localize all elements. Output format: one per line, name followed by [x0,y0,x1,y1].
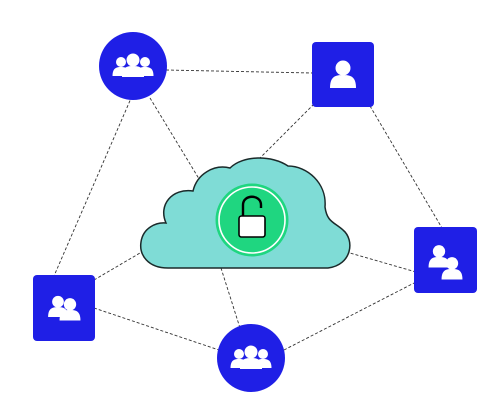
edge-user-top-right-to-cloud [257,103,315,161]
edge-group-top-left-to-cloud [149,97,208,193]
node-user-top-right [312,42,374,107]
edge-pair-left-to-group-bottom [93,307,220,351]
edge-pair-right-to-cloud [349,252,417,273]
edge-pair-left-to-cloud [93,252,141,281]
lock-badge-ring [218,186,286,254]
node-pair-left [33,275,95,341]
node-pair-left-shape [33,275,95,341]
edge-user-top-right-to-pair-right [369,105,443,229]
connection-lines [53,69,443,351]
edge-group-bottom-to-cloud [220,267,241,329]
edge-group-bottom-to-pair-right [283,281,417,351]
unlocked-padlock-icon [238,195,266,238]
cloud-node [140,157,351,269]
edge-group-top-left-to-user-top-right [165,69,313,74]
single-user-icon [330,60,356,88]
node-group-top-left [99,32,167,100]
lock-badge [215,183,289,257]
node-group-bottom [217,324,285,392]
edge-group-top-left-to-pair-left [53,95,133,277]
node-pair-right [414,227,477,293]
